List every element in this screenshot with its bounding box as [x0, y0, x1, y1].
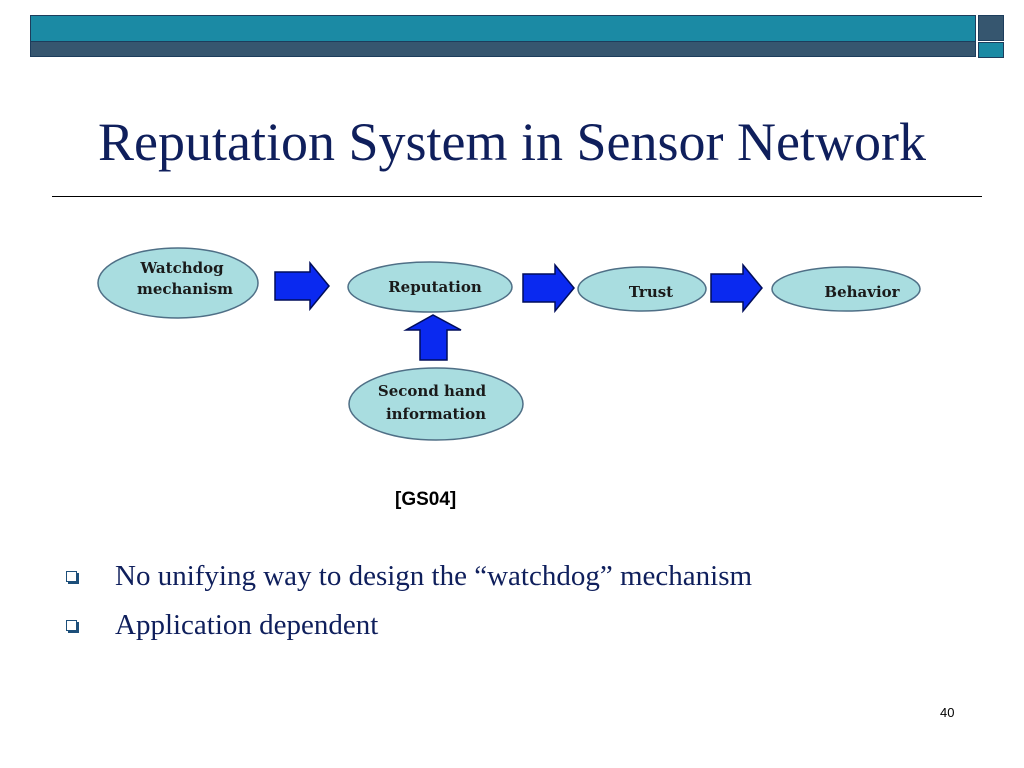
square-bullet-icon — [66, 620, 77, 631]
node-trust — [577, 266, 707, 312]
node-reputation — [347, 261, 513, 313]
square-bullet-icon — [66, 571, 77, 582]
header-corner-box-bottom — [978, 42, 1004, 58]
bullet-item: Application dependent — [66, 609, 966, 658]
node-second-hand — [348, 367, 524, 441]
node-behavior-label: Behavior — [824, 283, 900, 301]
node-watchdog — [97, 247, 259, 319]
bullet-text: Application dependent — [115, 609, 379, 641]
arrow-trust-to-behavior — [710, 262, 763, 314]
header-corner-box-top — [978, 15, 1004, 41]
bullet-item: No unifying way to design the “watchdog”… — [66, 560, 966, 609]
arrow-second-hand-to-reputation — [403, 314, 462, 361]
arrow-reputation-to-trust — [522, 262, 575, 314]
node-behavior — [771, 266, 921, 312]
slide-title: Reputation System in Sensor Network — [98, 112, 926, 172]
node-second-hand-label-line1: Second hand — [378, 382, 487, 400]
arrow-watchdog-to-reputation — [274, 260, 330, 312]
bullet-list: No unifying way to design the “watchdog”… — [66, 560, 966, 658]
node-trust-label: Trust — [629, 283, 673, 301]
node-second-hand-label-line2: information — [386, 405, 486, 423]
bullet-text: No unifying way to design the “watchdog”… — [115, 560, 753, 592]
node-reputation-label: Reputation — [388, 278, 482, 296]
node-watchdog-label-line2: mechanism — [137, 280, 233, 298]
header-decoration-bar — [30, 15, 1004, 59]
header-bar-stripe — [30, 41, 976, 57]
node-watchdog-label-line1: Watchdog — [139, 259, 224, 277]
citation-label: [GS04] — [395, 489, 457, 510]
page-number: 40 — [940, 705, 955, 720]
title-divider — [52, 196, 982, 197]
